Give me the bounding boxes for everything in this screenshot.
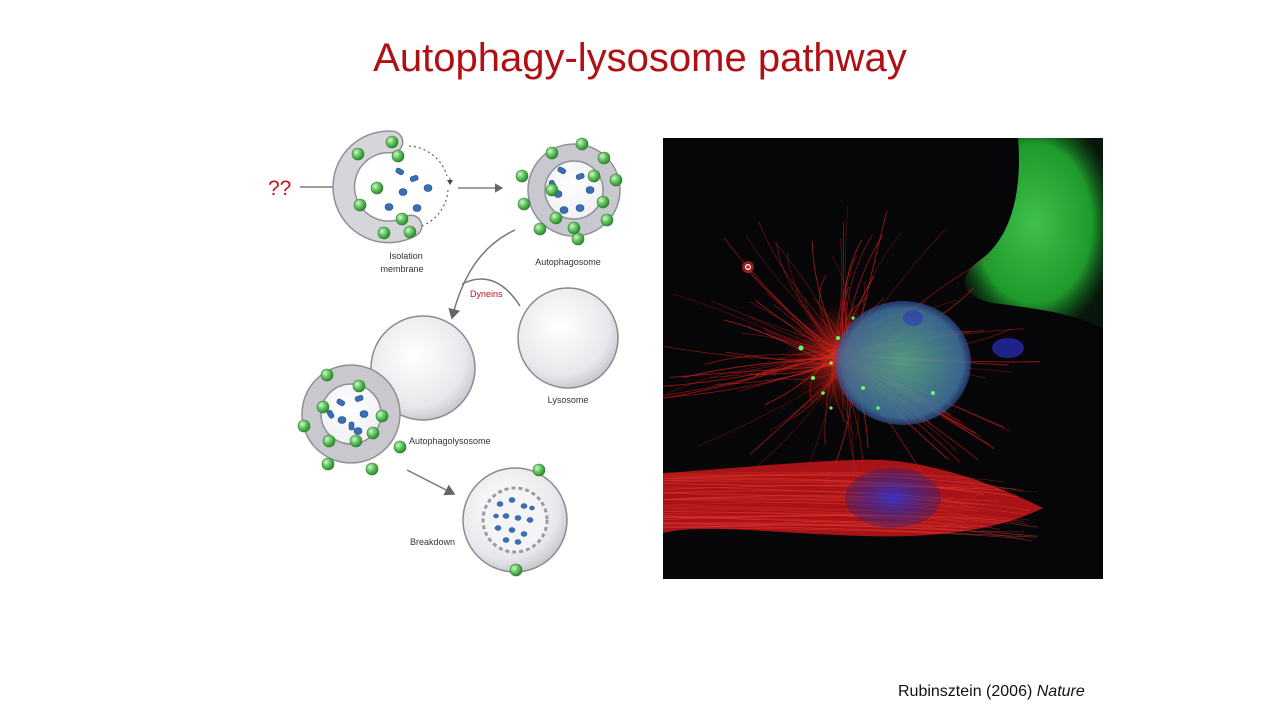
citation-journal: Nature bbox=[1036, 683, 1085, 700]
breakdown-label: Breakdown bbox=[410, 537, 455, 547]
breakdown bbox=[462, 463, 568, 577]
protein-dots bbox=[351, 135, 417, 240]
dyneins-arrow bbox=[461, 278, 521, 307]
dyneins-label: Dyneins bbox=[470, 289, 503, 299]
lower-nucleus bbox=[845, 468, 941, 528]
autophagosome-label: Autophagosome bbox=[535, 257, 601, 267]
autophagolysosome bbox=[297, 315, 476, 476]
green-cell bbox=[964, 138, 1103, 328]
autophagy-diagram: ?? Isolation membrane bbox=[268, 130, 623, 577]
citation-authors: Rubinsztein (2006) bbox=[898, 683, 1033, 700]
lysosome bbox=[517, 287, 619, 389]
central-nucleus bbox=[835, 301, 971, 425]
isolation-membrane-label-line2: membrane bbox=[380, 264, 423, 274]
autophagolysosome-label: Autophagolysosome bbox=[409, 436, 491, 446]
arrow-to-fusion bbox=[448, 229, 516, 320]
arrow-to-breakdown bbox=[406, 469, 456, 496]
isolation-membrane bbox=[332, 130, 453, 244]
lysosome-label: Lysosome bbox=[548, 395, 589, 405]
green-puncta bbox=[798, 316, 935, 410]
fluorescence-micrograph bbox=[663, 138, 1103, 579]
isolation-membrane-label-line1: Isolation bbox=[389, 251, 423, 261]
unknown-trigger-label: ?? bbox=[268, 177, 291, 200]
slide-title: Autophagy-lysosome pathway bbox=[373, 36, 907, 80]
autophagosome bbox=[515, 137, 623, 246]
citation: Rubinsztein (2006) Nature bbox=[898, 683, 1085, 701]
